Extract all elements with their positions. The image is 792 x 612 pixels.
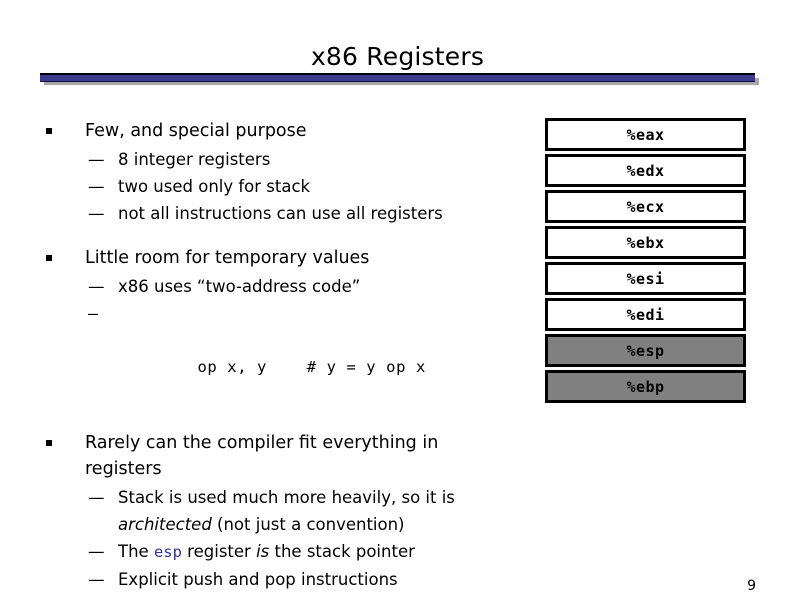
bullet-text: Few, and special purpose xyxy=(85,121,307,141)
dash-bullet-icon: — xyxy=(88,542,105,561)
dash-bullet-icon: — xyxy=(88,488,105,507)
bullet-item-level2: — x86 uses “two-address code” xyxy=(40,273,510,300)
dash-bullet-icon: — xyxy=(88,570,105,589)
bullet-item-level2: — The esp register is the stack pointer xyxy=(40,538,510,566)
bullet-item-level2: — Explicit push and pop instructions xyxy=(40,566,510,593)
bullet-text: two used only for stack xyxy=(118,177,311,196)
bullet-item-level1: Rarely can the compiler fit everything i… xyxy=(40,430,510,482)
square-bullet-icon xyxy=(46,440,52,446)
register-box-edx[interactable]: %edx xyxy=(545,154,746,187)
dash-bullet-icon: — xyxy=(88,150,105,169)
bullet-text: Explicit push and pop instructions xyxy=(118,570,398,589)
register-box-esp[interactable]: %esp xyxy=(545,334,746,367)
divider-top-line xyxy=(40,73,755,75)
bullet-group: Few, and special purpose — 8 integer reg… xyxy=(40,118,510,227)
square-bullet-icon xyxy=(46,255,52,261)
register-label: %esp xyxy=(626,341,665,360)
register-list: %eax %edx %ecx %ebx %esi %edi %esp %ebp xyxy=(545,118,746,406)
bullet-text: not all instructions can use all registe… xyxy=(118,204,443,223)
bullet-group: Little room for temporary values — x86 u… xyxy=(40,245,510,408)
bullet-item-level2-code: — op x, y # y = y op x xyxy=(40,300,510,408)
bullet-item-level2: — not all instructions can use all regis… xyxy=(40,200,510,227)
register-label: %esi xyxy=(626,269,665,288)
bullet-text: x86 uses “two-address code” xyxy=(118,277,361,296)
bullet-text: 8 integer registers xyxy=(118,150,271,169)
register-box-ecx[interactable]: %ecx xyxy=(545,190,746,223)
register-label: %ebx xyxy=(626,233,665,252)
dash-bullet-icon: — xyxy=(88,204,105,223)
register-label: %edx xyxy=(626,161,665,180)
bullet-item-level2: — 8 integer registers xyxy=(40,146,510,173)
bullet-rich-text: The esp register is the stack pointer xyxy=(118,542,415,561)
page-title: x86 Registers xyxy=(310,42,485,71)
dash-bullet-icon: — xyxy=(88,277,105,296)
code-line-text: op x, y # y = y op x xyxy=(197,358,426,376)
title-divider-rule xyxy=(40,73,759,85)
register-label: %edi xyxy=(626,305,665,324)
register-box-eax[interactable]: %eax xyxy=(545,118,746,151)
register-box-edi[interactable]: %edi xyxy=(545,298,746,331)
register-label: %ecx xyxy=(626,197,665,216)
bullet-item-level1: Little room for temporary values xyxy=(40,245,510,271)
register-box-ebx[interactable]: %ebx xyxy=(545,226,746,259)
bullet-rich-text: Stack is used much more heavily, so it i… xyxy=(118,488,455,534)
bullet-text: Rarely can the compiler fit everything i… xyxy=(85,433,439,479)
dash-bullet-icon: — xyxy=(88,177,105,196)
bullet-item-level2: — Stack is used much more heavily, so it… xyxy=(40,484,510,538)
divider-accent-band xyxy=(40,75,755,82)
bullet-content-column: Few, and special purpose — 8 integer reg… xyxy=(40,118,510,593)
register-label: %eax xyxy=(626,125,665,144)
bullet-group: Rarely can the compiler fit everything i… xyxy=(40,430,510,593)
bullet-item-level2: — two used only for stack xyxy=(40,173,510,200)
inline-code-token: esp xyxy=(153,543,182,561)
square-bullet-icon xyxy=(46,128,52,134)
page-number: 9 xyxy=(747,578,756,594)
register-box-ebp[interactable]: %ebp xyxy=(545,370,746,403)
bullet-text: Little room for temporary values xyxy=(85,248,370,268)
dash-bullet-icon: — xyxy=(88,304,99,323)
register-box-esi[interactable]: %esi xyxy=(545,262,746,295)
register-label: %ebp xyxy=(626,377,665,396)
bullet-item-level1: Few, and special purpose xyxy=(40,118,510,144)
